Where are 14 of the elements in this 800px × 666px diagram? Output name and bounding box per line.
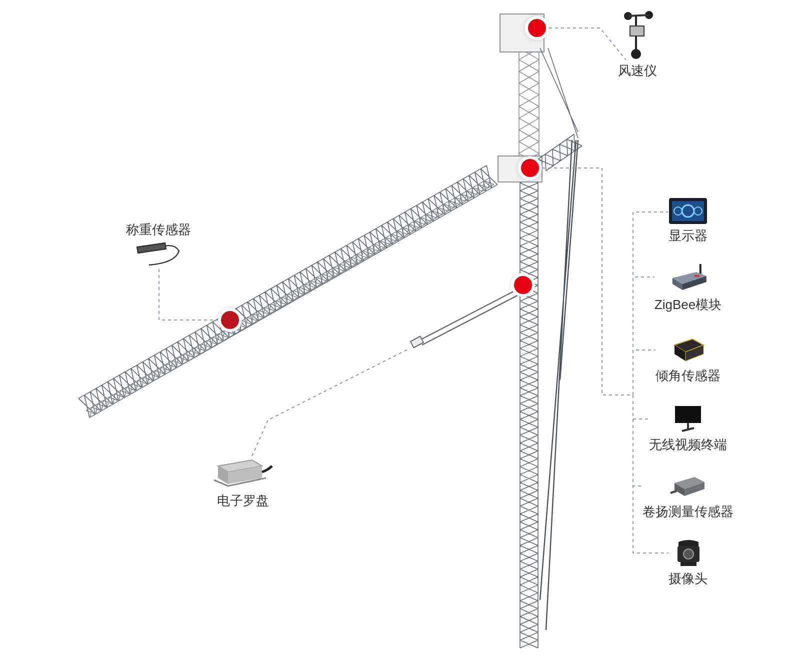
leader-line (548, 28, 626, 60)
sensor-location-dot (218, 308, 242, 332)
device-label: 称重传感器 (126, 222, 191, 238)
device-label: 摄像头 (668, 571, 708, 587)
compass-mount-part (410, 336, 424, 348)
device-label: 卷扬测量传感器 (642, 504, 734, 520)
device-label: 风速仪 (618, 63, 657, 79)
device-label: ZigBee模块 (654, 297, 722, 313)
device-label: 无线视频终端 (649, 437, 727, 453)
device-label: 倾角传感器 (656, 368, 720, 384)
leader-line (158, 268, 218, 320)
device-label: 电子罗盘 (217, 493, 269, 509)
device-label: 显示器 (668, 228, 708, 244)
sensor-location-dot (511, 273, 535, 297)
